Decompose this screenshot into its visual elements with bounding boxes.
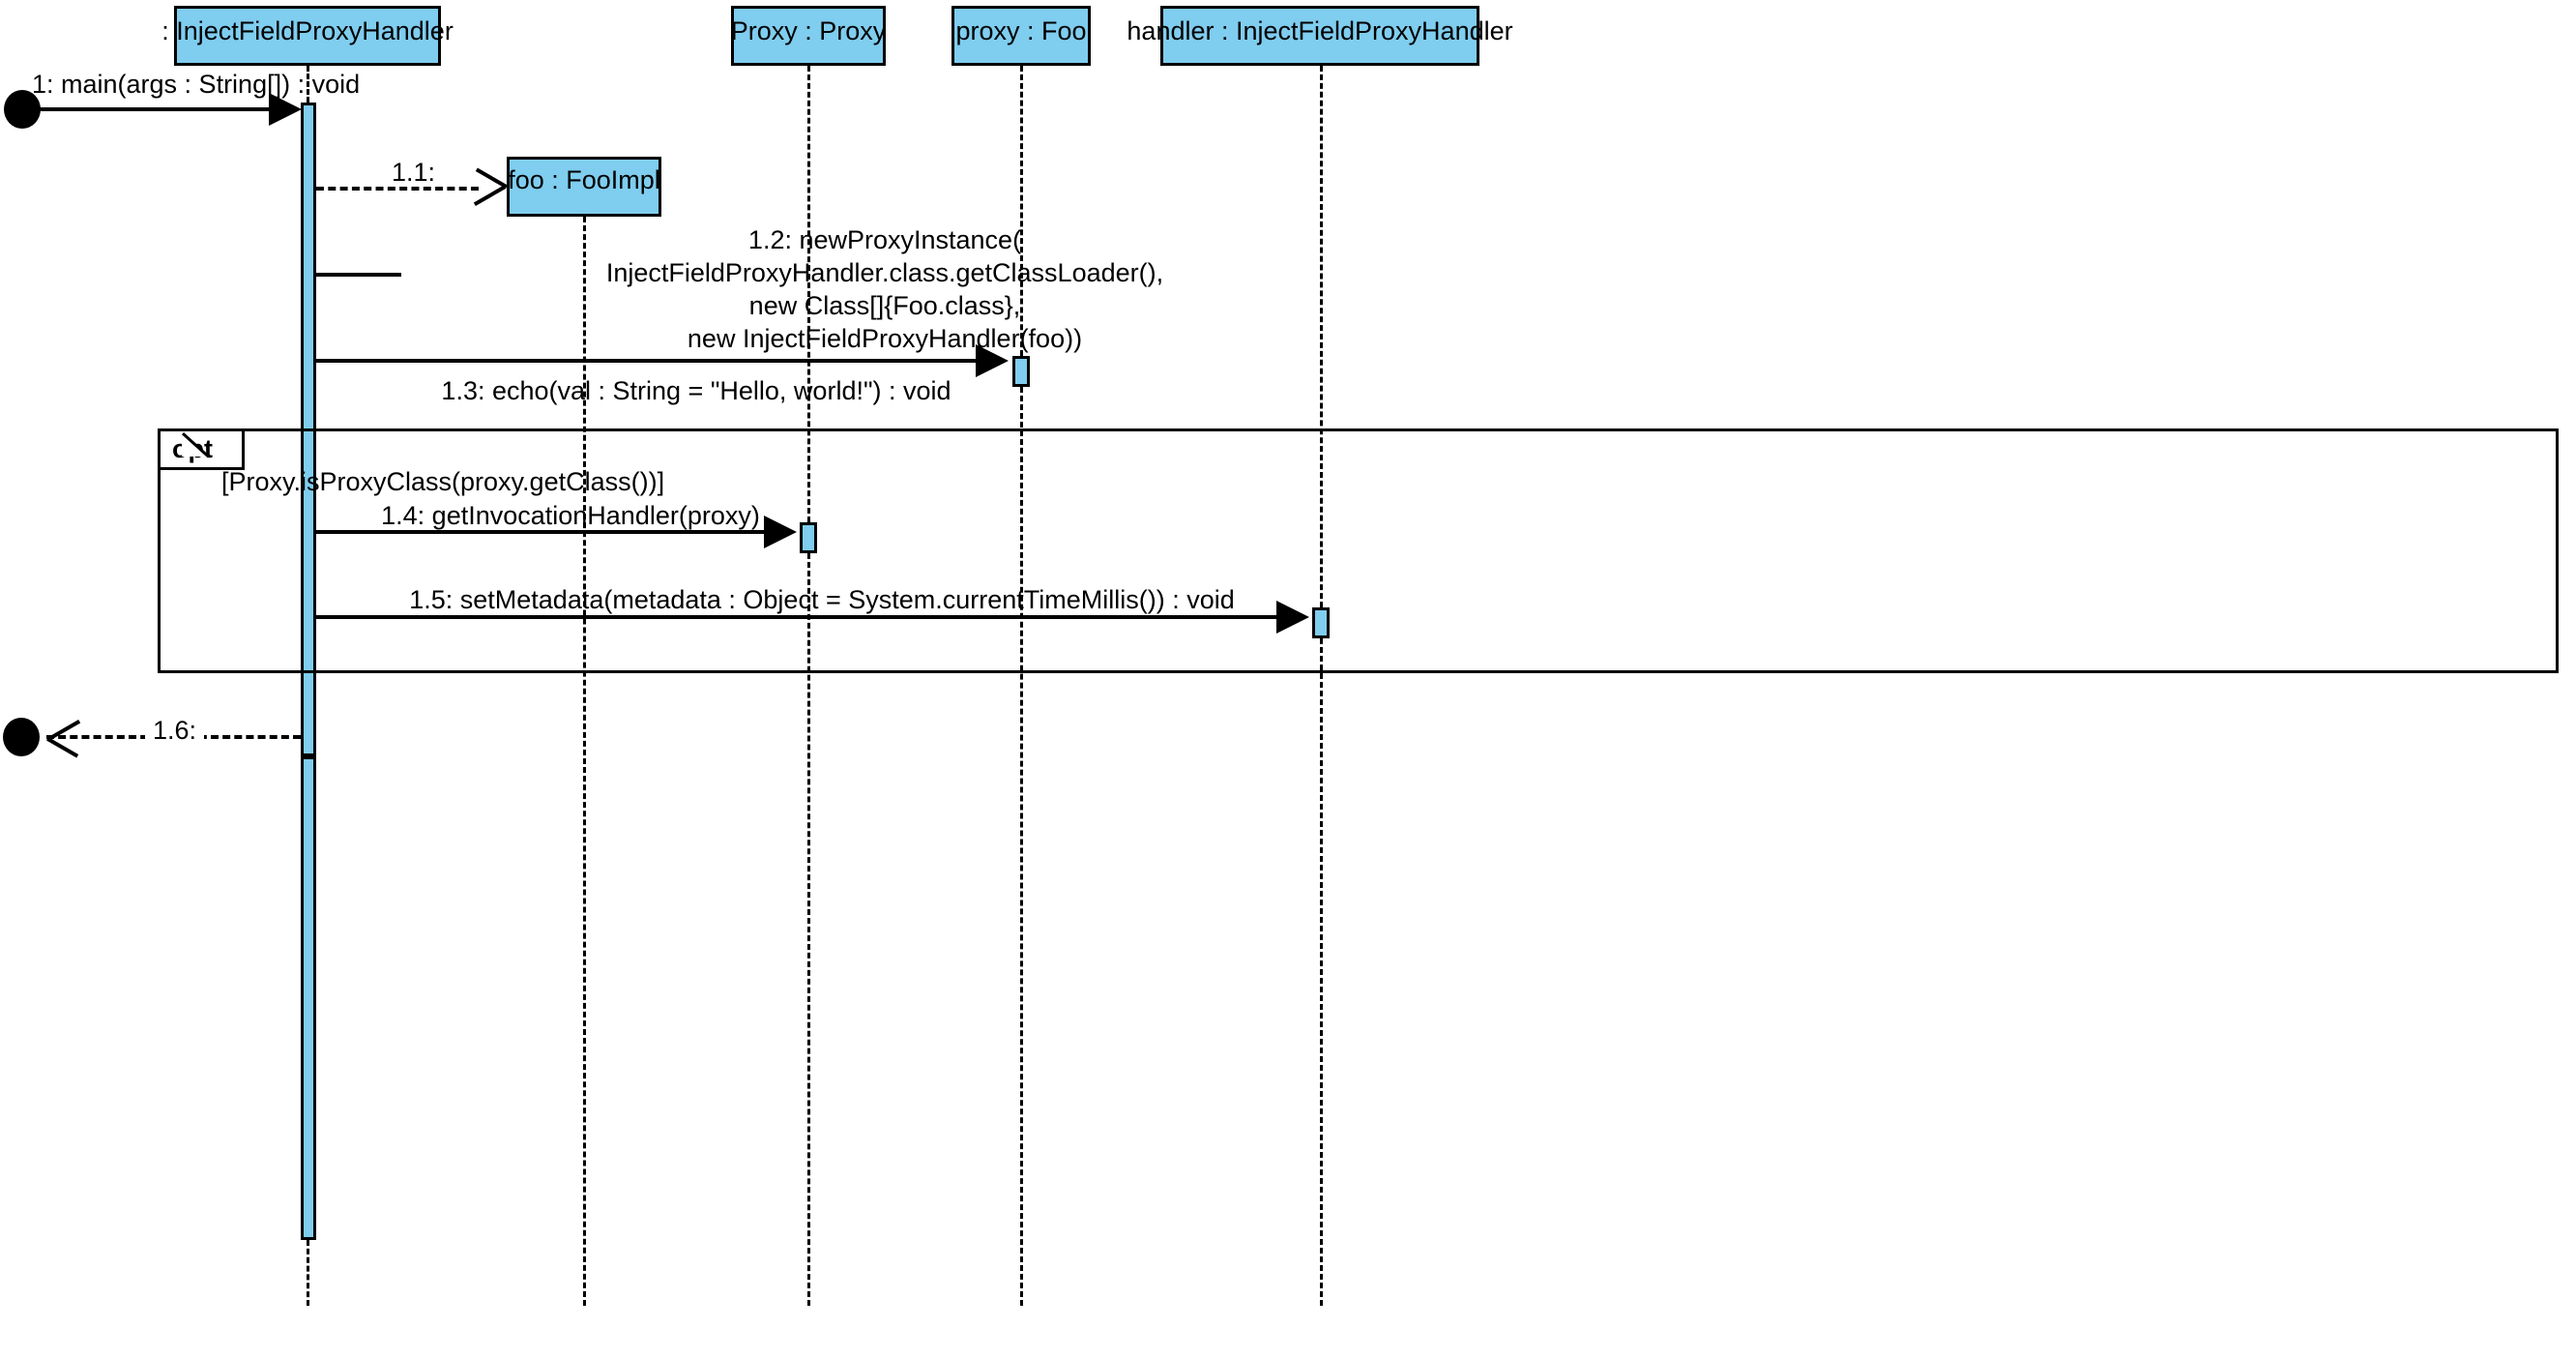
activation-main-lower[interactable] [301, 756, 316, 1240]
message-1-3-arrowhead [976, 344, 1009, 377]
lifeline-head-proxy-class[interactable]: Proxy : Proxy [731, 6, 886, 66]
lifeline-dash-handler-top [1320, 66, 1323, 607]
lifeline-dash-main-top [307, 66, 309, 103]
message-1-1-line[interactable] [316, 187, 479, 191]
opt-fragment [158, 428, 2559, 673]
message-1-4-line[interactable] [316, 530, 769, 534]
lifeline-head-proxy[interactable]: proxy : Foo [951, 6, 1091, 66]
lifeline-head-main[interactable]: : InjectFieldProxyHandler [161, 6, 454, 66]
lifeline-dash-proxy-class-bottom [807, 553, 810, 1306]
opt-fragment-tab-notch [182, 431, 207, 457]
message-1-2-self-stub[interactable] [316, 273, 401, 277]
message-1-1-label: 1.1: [392, 158, 436, 187]
lifeline-label-handler: handler : InjectFieldProxyHandler [1127, 16, 1513, 45]
message-1-arrowhead [269, 93, 302, 126]
message-1-3-label: 1.3: echo(val : String = "Hello, world!"… [441, 376, 951, 405]
end-endpoint-dot [3, 718, 40, 756]
message-1-5-label: 1.5: setMetadata(metadata : Object = Sys… [409, 585, 1235, 614]
message-1-line[interactable] [21, 107, 278, 111]
message-1-5-line[interactable] [316, 615, 1281, 619]
lifeline-dash-proxy-bottom [1020, 387, 1023, 1306]
message-1-label: 1: main(args : String[]) : void [32, 70, 361, 99]
lifeline-label-proxy-class: Proxy : Proxy [730, 16, 887, 45]
message-1-4-label: 1.4: getInvocationHandler(proxy) [381, 501, 760, 530]
opt-fragment-guard: [Proxy.isProxyClass(proxy.getClass())] [221, 467, 665, 496]
lifeline-head-foo[interactable]: foo : FooImpl [507, 157, 661, 217]
message-1-5-arrowhead [1276, 601, 1309, 634]
lifeline-head-handler[interactable]: handler : InjectFieldProxyHandler [1127, 6, 1513, 66]
lifeline-label-main: : InjectFieldProxyHandler [161, 16, 454, 45]
lifeline-dash-proxy-class-top [807, 66, 810, 522]
lifeline-dash-handler-bottom [1320, 638, 1323, 1306]
lifeline-dash-proxy-top [1020, 66, 1023, 356]
lifeline-dash-foo [583, 217, 586, 1306]
message-1-4-arrowhead [764, 516, 797, 548]
activation-proxy-class[interactable] [800, 522, 817, 553]
lifeline-label-proxy: proxy : Foo [955, 16, 1087, 45]
lifeline-label-foo: foo : FooImpl [508, 165, 660, 194]
activation-handler[interactable] [1312, 607, 1330, 638]
message-1-3-line[interactable] [316, 359, 981, 363]
activation-proxy[interactable] [1012, 356, 1030, 387]
lifeline-dash-main-bottom [307, 1240, 309, 1306]
message-1-6-label: 1.6: [145, 716, 205, 745]
message-1-2-label: 1.2: newProxyInstance( InjectFieldProxyH… [605, 225, 1164, 353]
